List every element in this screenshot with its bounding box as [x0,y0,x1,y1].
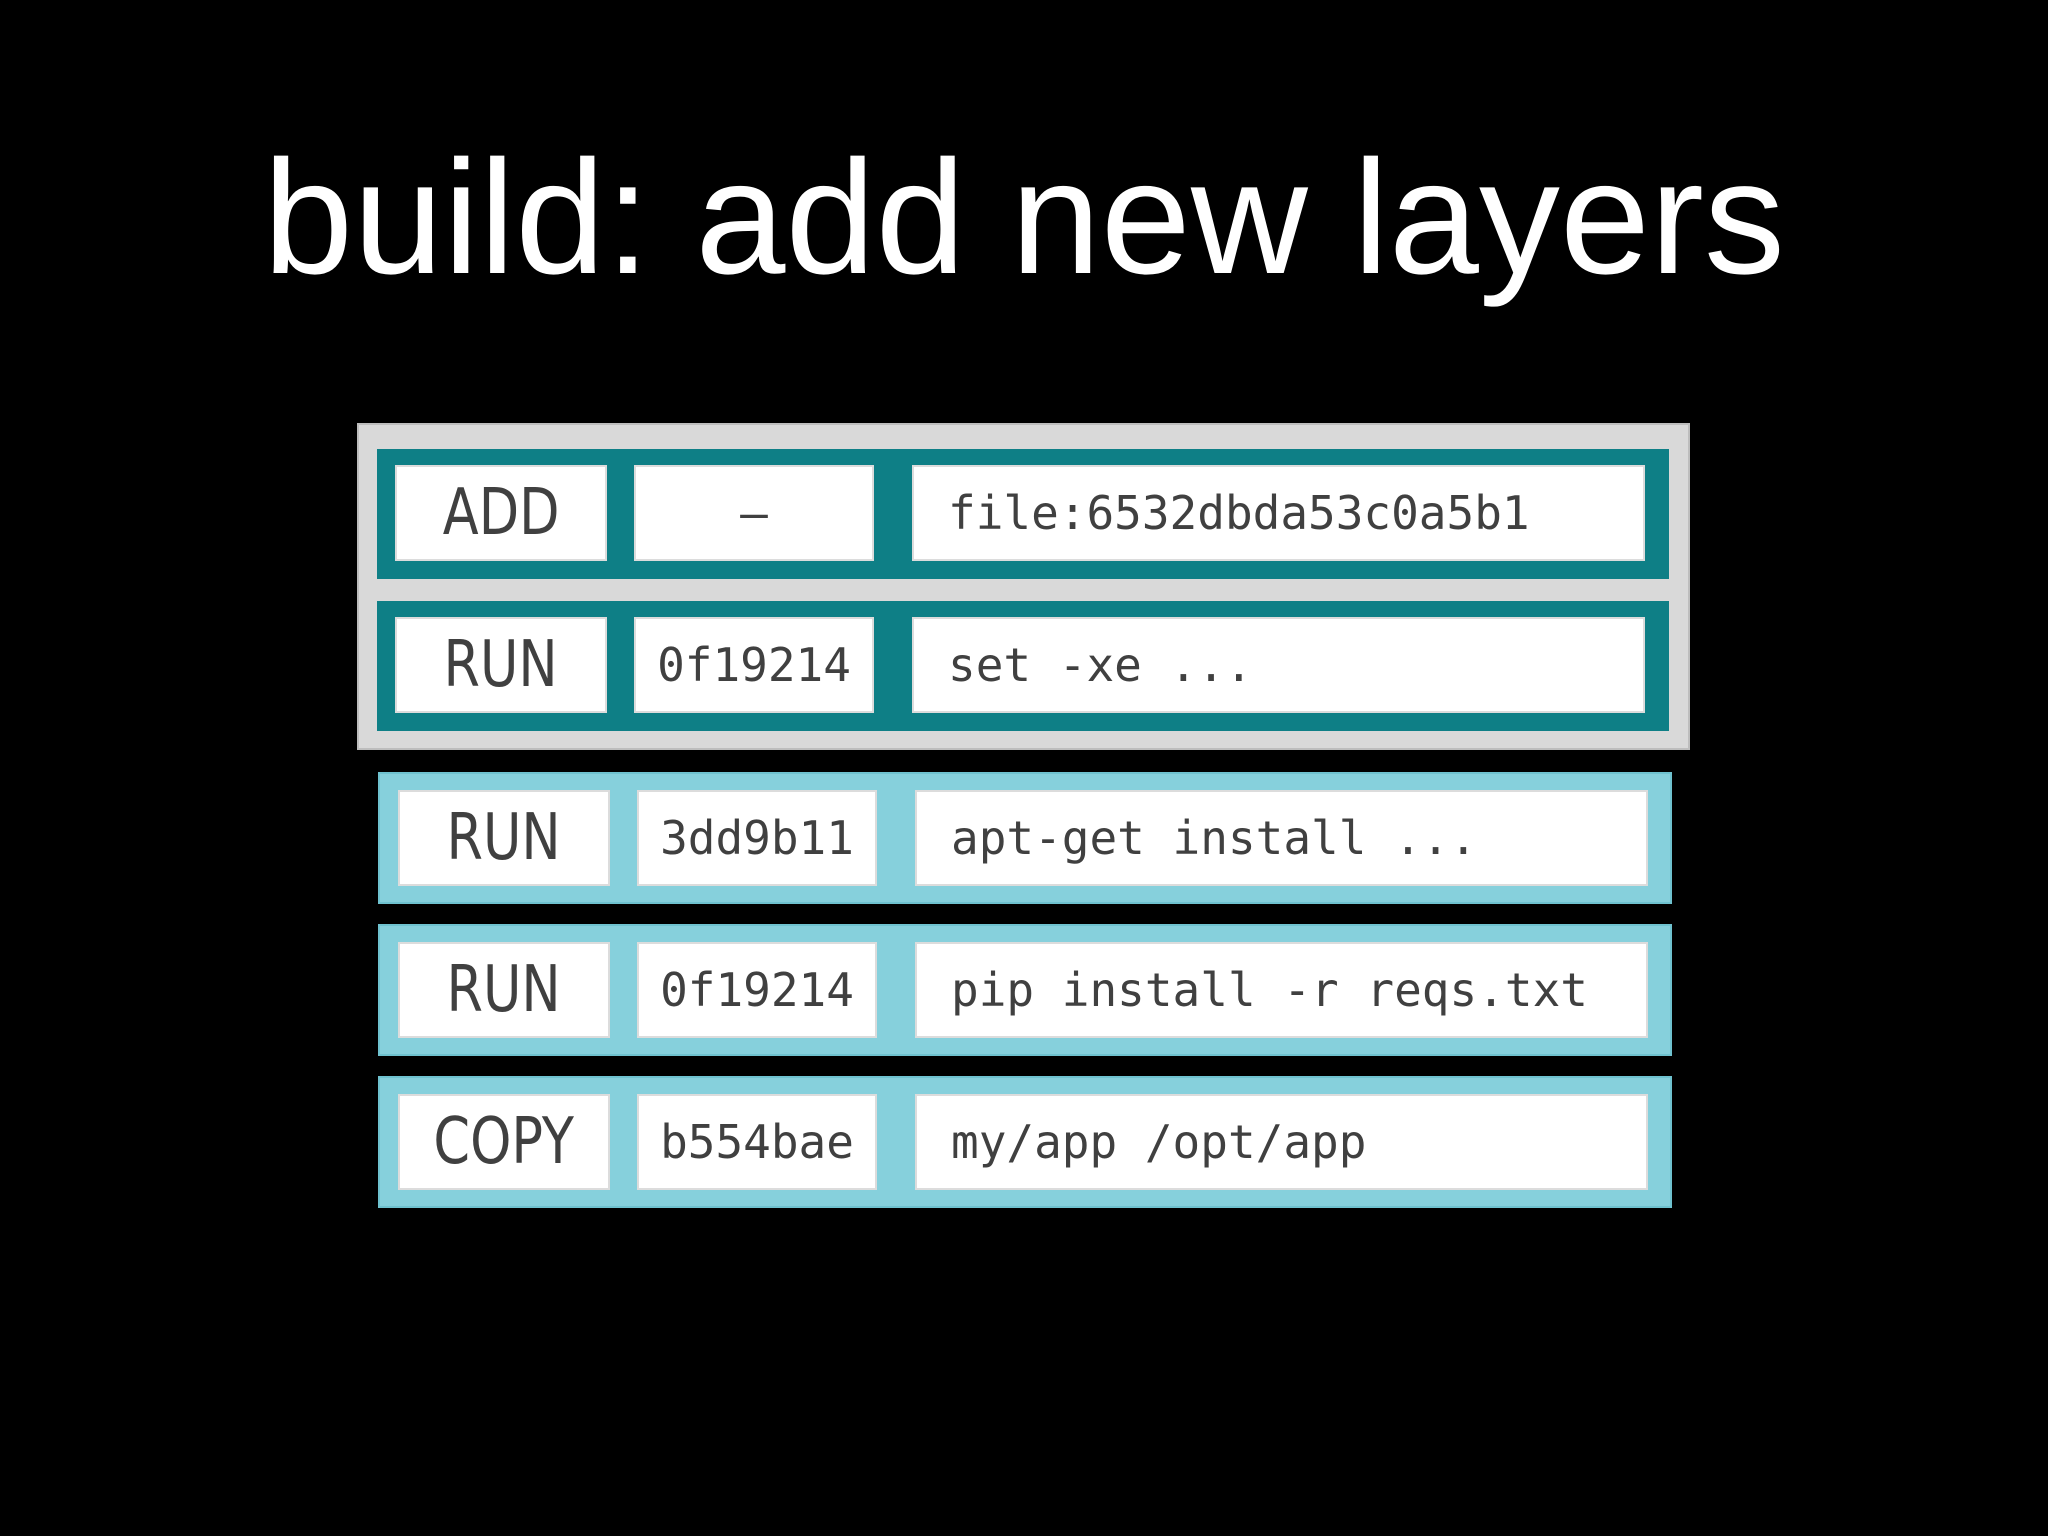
layer-hash: 0f19214 [637,942,877,1038]
layer-argument: apt-get install ... [915,790,1648,886]
slide-title: build: add new layers [263,127,1785,308]
layer-argument: set -xe ... [912,617,1645,713]
base-layer-run: RUN 0f19214 set -xe ... [377,601,1669,731]
layer-command: RUN [395,617,607,713]
new-layer-run-apt: RUN 3dd9b11 apt-get install ... [378,772,1672,904]
layer-hash: – [634,465,874,561]
new-layer-copy: COPY b554bae my/app /opt/app [378,1076,1672,1208]
layer-hash: 3dd9b11 [637,790,877,886]
layer-command: RUN [398,942,610,1038]
layer-argument: my/app /opt/app [915,1094,1648,1190]
base-layer-add: ADD – file:6532dbda53c0a5b1 [377,449,1669,579]
layer-command: ADD [395,465,607,561]
layer-command: RUN [398,790,610,886]
layer-hash: b554bae [637,1094,877,1190]
new-layer-run-pip: RUN 0f19214 pip install -r reqs.txt [378,924,1672,1056]
layer-argument: file:6532dbda53c0a5b1 [912,465,1645,561]
layer-command: COPY [398,1094,610,1190]
layer-argument: pip install -r reqs.txt [915,942,1648,1038]
layer-hash: 0f19214 [634,617,874,713]
